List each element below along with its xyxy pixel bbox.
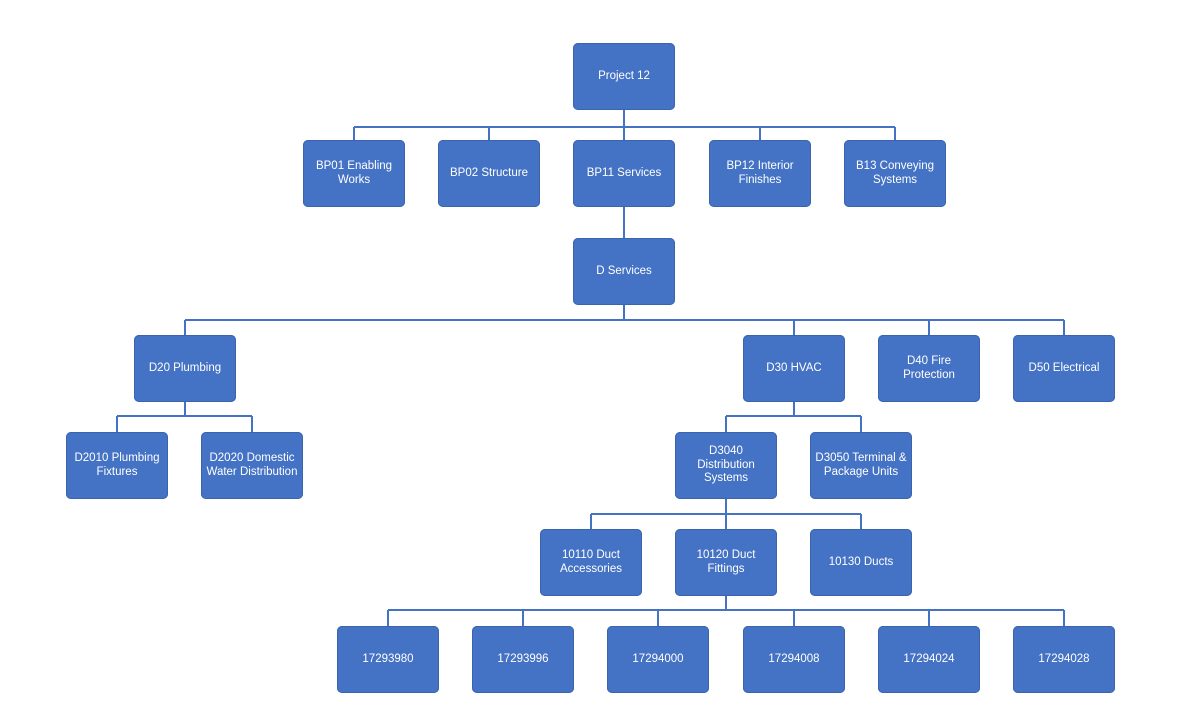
node-b13-conveying-systems[interactable]: B13 Conveying Systems [844,140,946,207]
node-item-17294008[interactable]: 17294008 [743,626,845,693]
node-d20-plumbing[interactable]: D20 Plumbing [134,335,236,402]
node-item-17294000[interactable]: 17294000 [607,626,709,693]
node-project-12[interactable]: Project 12 [573,43,675,110]
node-bp12-interior-finishes[interactable]: BP12 Interior Finishes [709,140,811,207]
node-10120-duct-fittings[interactable]: 10120 Duct Fittings [675,529,777,596]
node-bp11-services[interactable]: BP11 Services [573,140,675,207]
node-10130-ducts[interactable]: 10130 Ducts [810,529,912,596]
node-bp02-structure[interactable]: BP02 Structure [438,140,540,207]
node-d30-hvac[interactable]: D30 HVAC [743,335,845,402]
node-item-17293996[interactable]: 17293996 [472,626,574,693]
node-item-17294024[interactable]: 17294024 [878,626,980,693]
node-d3040-distribution-systems[interactable]: D3040 Distribution Systems [675,432,777,499]
node-d3050-terminal-package-units[interactable]: D3050 Terminal & Package Units [810,432,912,499]
node-10110-duct-accessories[interactable]: 10110 Duct Accessories [540,529,642,596]
node-d2010-plumbing-fixtures[interactable]: D2010 Plumbing Fixtures [66,432,168,499]
node-item-17293980[interactable]: 17293980 [337,626,439,693]
node-d40-fire-protection[interactable]: D40 Fire Protection [878,335,980,402]
node-item-17294028[interactable]: 17294028 [1013,626,1115,693]
node-d-services[interactable]: D Services [573,238,675,305]
node-d2020-domestic-water-distribution[interactable]: D2020 Domestic Water Distribution [201,432,303,499]
node-d50-electrical[interactable]: D50 Electrical [1013,335,1115,402]
node-bp01-enabling-works[interactable]: BP01 Enabling Works [303,140,405,207]
